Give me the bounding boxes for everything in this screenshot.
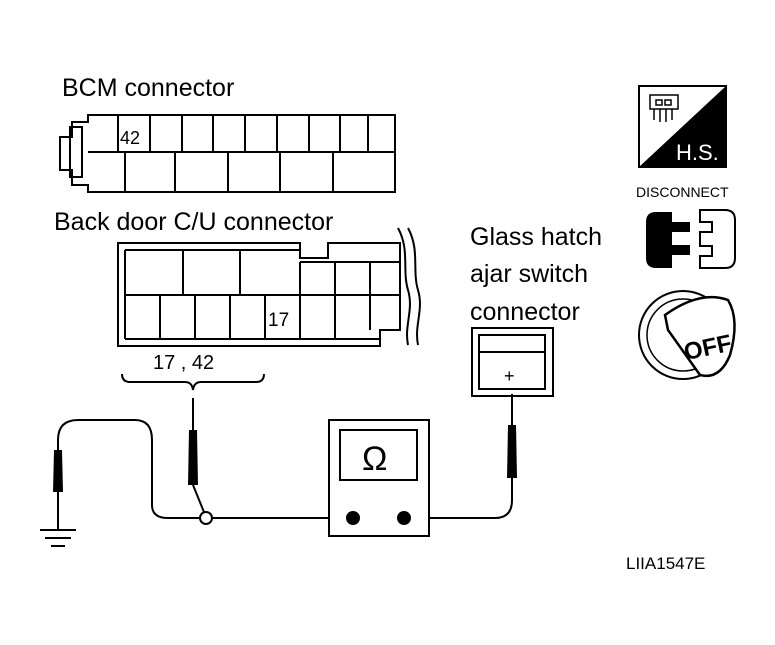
back-door-connector (117, 242, 401, 347)
harness-break-lines (397, 227, 421, 346)
terminal-probe (188, 398, 207, 518)
bcm-connector (59, 114, 396, 193)
disconnect-connector-icon (646, 209, 736, 269)
back-door-connector-label: Back door C/U connector (54, 208, 333, 236)
glass-hatch-label-line1: Glass hatch (470, 223, 602, 251)
figure-id: LIIA1547E (626, 554, 705, 573)
glass-hatch-label-line2: ajar switch (470, 260, 588, 288)
plus-terminal: + (504, 366, 515, 386)
wire-junction (199, 511, 213, 525)
switch-probe (507, 394, 517, 478)
bcm-terminal-42: 42 (120, 128, 140, 148)
ignition-off-icon (638, 290, 736, 380)
terminal-brace (121, 373, 265, 391)
disconnect-label: DISCONNECT (636, 184, 729, 200)
ground-probe (53, 440, 63, 530)
harness-sheet-icon (638, 85, 727, 168)
backdoor-terminal-17: 17 (268, 310, 289, 331)
ohm-symbol: Ω (362, 440, 387, 478)
probe-terminals-label: 17 , 42 (153, 352, 214, 374)
ohmmeter-icon (328, 419, 430, 537)
ground-icon (40, 529, 76, 547)
glass-hatch-label-line3: connector (470, 298, 580, 326)
bcm-connector-label: BCM connector (62, 74, 234, 102)
test-wires (57, 419, 513, 519)
hs-badge-text: H.S. (676, 140, 719, 165)
